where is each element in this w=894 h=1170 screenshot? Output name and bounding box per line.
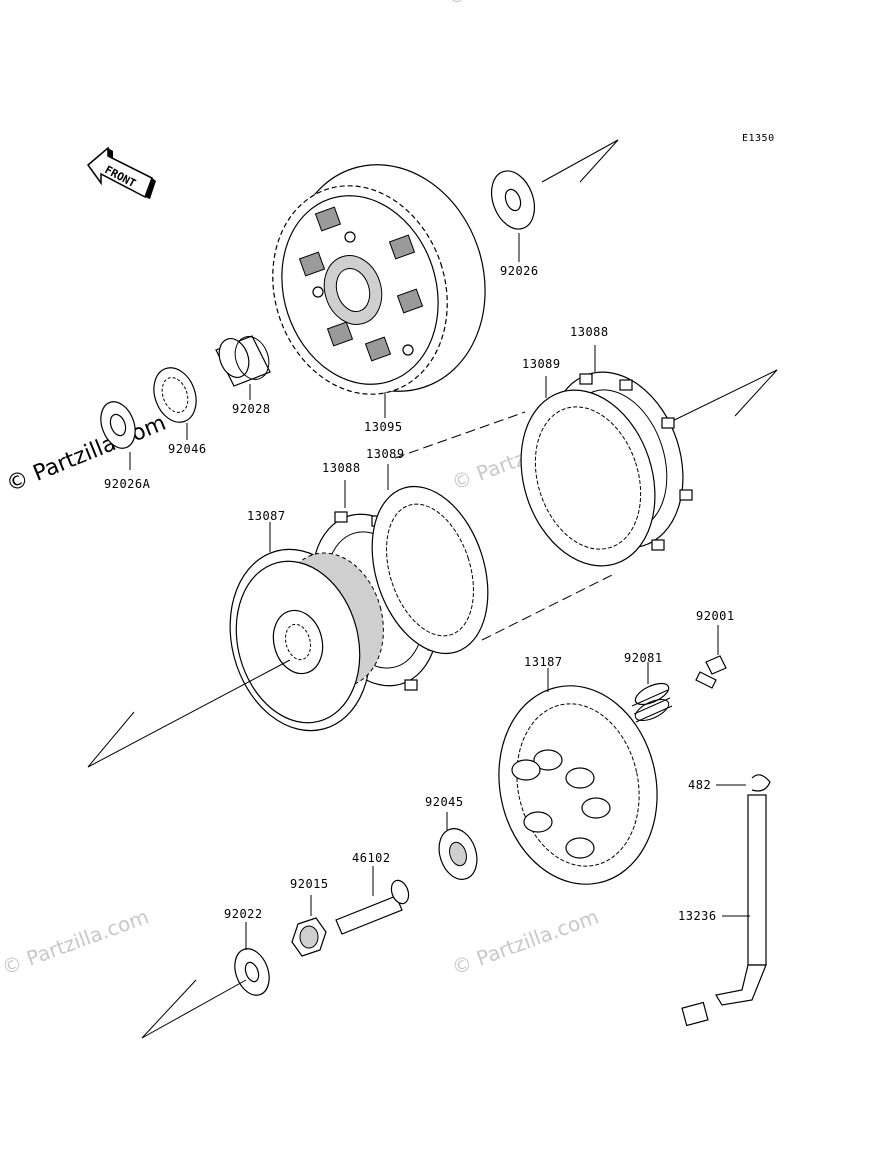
diagram-code: E1350 <box>742 133 775 144</box>
label-92022: 92022 <box>224 907 263 921</box>
part-46102-pushrod <box>335 879 410 935</box>
label-13236: 13236 <box>678 909 717 923</box>
label-46102: 46102 <box>352 851 391 865</box>
axis-line-bottom <box>141 979 247 1039</box>
axis-line-right <box>394 369 778 641</box>
label-92028: 92028 <box>232 402 271 416</box>
label-92045: 92045 <box>425 795 464 809</box>
part-92045-ball-bearing <box>438 828 478 880</box>
axis-line-upper <box>541 139 619 183</box>
watermark: © Partzilla.com <box>449 904 602 979</box>
front-arrow-icon: FRONT <box>86 146 156 199</box>
label-13088-left: 13088 <box>322 461 361 475</box>
label-482: 482 <box>688 778 711 792</box>
axis-line-left <box>87 659 291 768</box>
part-92081-spring <box>631 682 673 723</box>
part-92026A-washer <box>100 401 136 449</box>
label-92026A: 92026A <box>104 477 151 491</box>
label-13087: 13087 <box>247 509 286 523</box>
label-92046: 92046 <box>168 442 207 456</box>
part-13236-release-lever <box>681 794 767 1027</box>
label-13088-right: 13088 <box>570 325 609 339</box>
label-13089-right: 13089 <box>522 357 561 371</box>
part-13187-pressure-plate <box>498 685 658 885</box>
part-92001-bolt <box>695 655 727 689</box>
watermark: © Partzilla.com <box>444 0 597 10</box>
part-92046-needle-bearing <box>153 367 197 423</box>
label-13089-left: 13089 <box>366 447 405 461</box>
part-13089-steel-plate-right <box>520 389 656 567</box>
label-92015: 92015 <box>290 877 329 891</box>
part-13087-clutch-hub <box>229 548 384 732</box>
part-92015-nut <box>291 917 327 957</box>
part-13095-clutch-housing <box>272 164 486 395</box>
part-482-circlip <box>751 774 771 792</box>
part-92022-washer <box>234 948 270 996</box>
watermark: © Partzilla.com <box>0 904 152 979</box>
label-92001: 92001 <box>696 609 735 623</box>
label-13095: 13095 <box>364 420 403 434</box>
part-92028-sleeve <box>215 335 271 387</box>
part-92026-washer <box>490 170 536 230</box>
label-92081: 92081 <box>624 651 663 665</box>
label-92026: 92026 <box>500 264 539 278</box>
label-13187: 13187 <box>524 655 563 669</box>
part-13089-steel-plate-left <box>371 485 489 655</box>
